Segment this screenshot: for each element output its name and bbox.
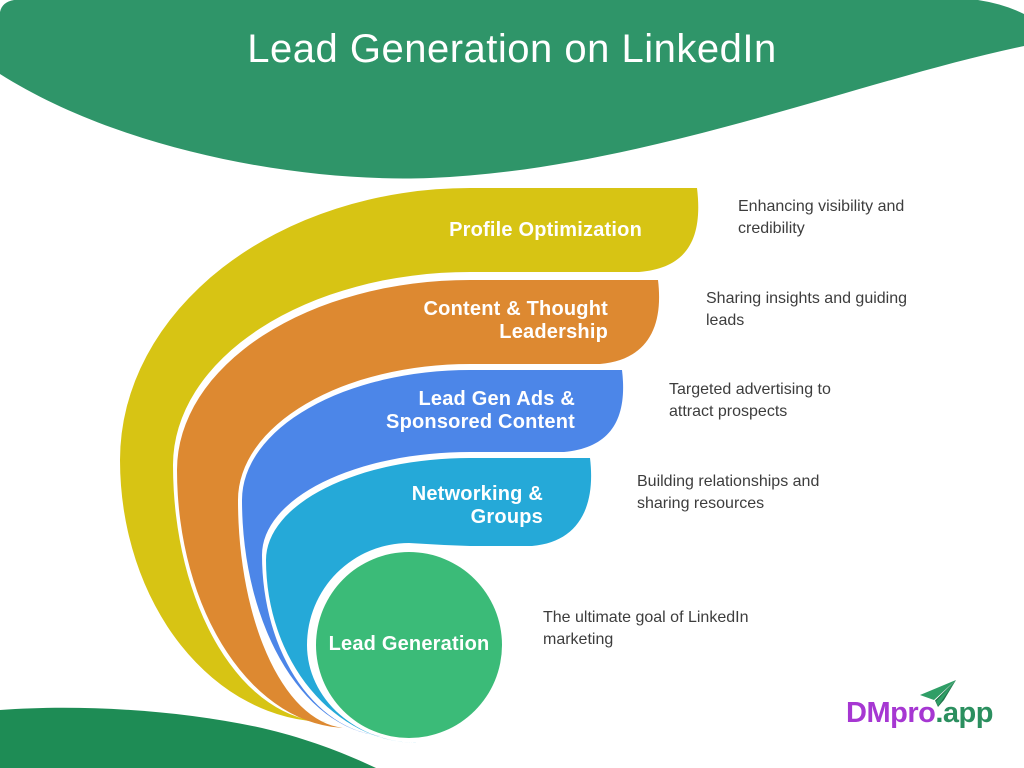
layer-shape-networking-groups [266,458,592,743]
logo-text-primary: DMpro [846,697,936,729]
lead-generation-circle [316,552,502,738]
bottom-left-blob [0,707,376,768]
layer-shape-lead-gen-ads [242,370,624,736]
header-banner-shape [0,0,1024,179]
layer-description-content-thought-leadership: Sharing insights and guiding leads [706,290,908,329]
logo-text-suffix: .app [935,697,993,729]
paper-plane-icon [920,680,956,707]
layer-description-profile-optimization: Enhancing visibility and credibility [738,198,905,237]
layer-description-lead-generation: The ultimate goal of LinkedIn marketing [543,609,749,648]
layer-description-networking-groups: Building relationships and sharing resou… [637,473,820,512]
layer-label-profile-optimization: Profile Optimization [449,219,642,241]
dmpro-logo: DMpro.app [846,680,1006,732]
layer-label-content-thought-leadership: Content & Thought Leadership [423,298,608,343]
layer-description-lead-gen-ads: Targeted advertising to attract prospect… [669,381,831,420]
layer-shape-profile-optimization [120,188,699,722]
logo-text: DMpro.app [846,697,993,729]
layer-label-networking-groups: Networking & Groups [411,483,543,528]
layer-shape-content-thought-leadership [177,280,660,728]
page-title: Lead Generation on LinkedIn [247,27,777,71]
layer-label-lead-gen-ads: Lead Gen Ads & Sponsored Content [386,388,575,433]
layer-label-lead-generation: Lead Generation [328,633,490,655]
